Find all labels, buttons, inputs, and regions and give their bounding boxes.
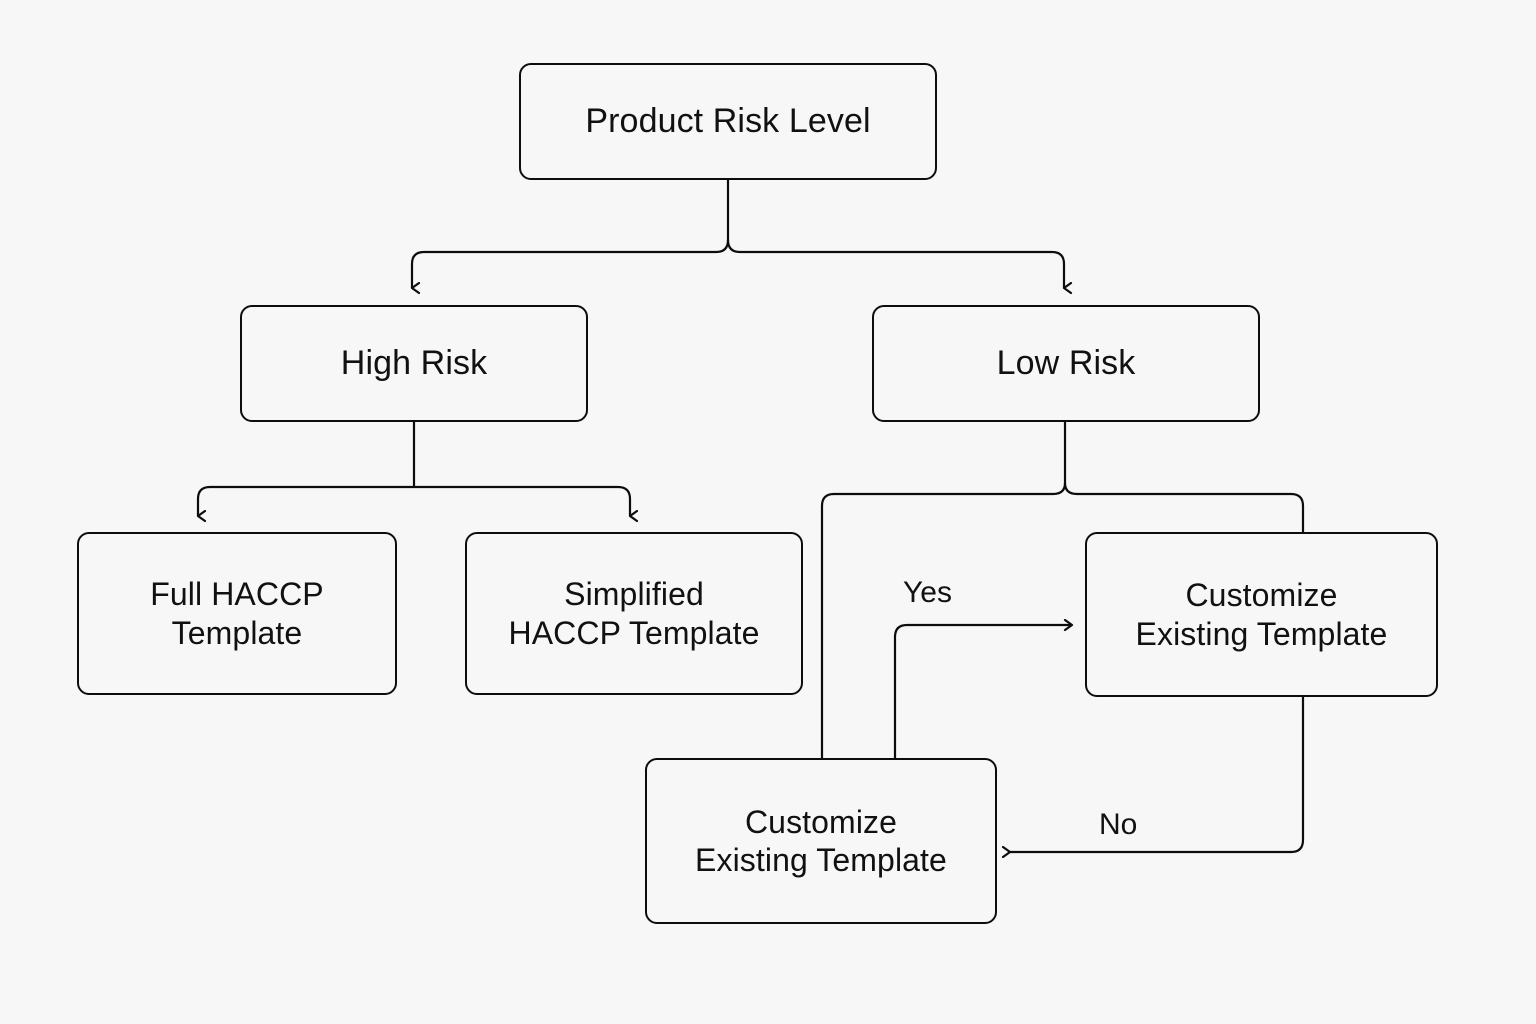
edge-low-risk-to-customize-right [1063, 482, 1305, 532]
node-label: High Risk [340, 344, 488, 383]
edge-root-to-low-risk [726, 239, 1064, 288]
edge-customize-right-to-customize-bottom-no [1010, 697, 1305, 852]
node-low-risk[interactable]: Low Risk [872, 305, 1260, 422]
node-label: Simplified HACCP Template [508, 576, 760, 651]
edge-root-to-high-risk [410, 239, 730, 288]
edge-low-risk-to-customize-bottom [820, 482, 1067, 758]
node-label: Customize Existing Template [695, 803, 947, 878]
edge-high-risk-to-full-haccp [196, 485, 414, 516]
edge-customize-bottom-to-customize-right-yes [893, 625, 1072, 758]
node-label: Full HACCP Template [150, 576, 324, 651]
node-customize-existing-template-bottom[interactable]: Customize Existing Template [645, 758, 997, 924]
node-full-haccp-template[interactable]: Full HACCP Template [77, 532, 397, 695]
node-high-risk[interactable]: High Risk [240, 305, 588, 422]
edge-high-risk-to-simplified-haccp [414, 485, 630, 516]
node-customize-existing-template-right[interactable]: Customize Existing Template [1085, 532, 1438, 697]
edge-label-no: No [1099, 808, 1138, 841]
node-label: Product Risk Level [585, 102, 871, 141]
node-label: Low Risk [996, 344, 1136, 383]
node-simplified-haccp-template[interactable]: Simplified HACCP Template [465, 532, 803, 695]
edge-label-yes: Yes [903, 576, 952, 609]
node-label: Customize Existing Template [1135, 577, 1388, 652]
node-product-risk-level[interactable]: Product Risk Level [519, 63, 937, 180]
